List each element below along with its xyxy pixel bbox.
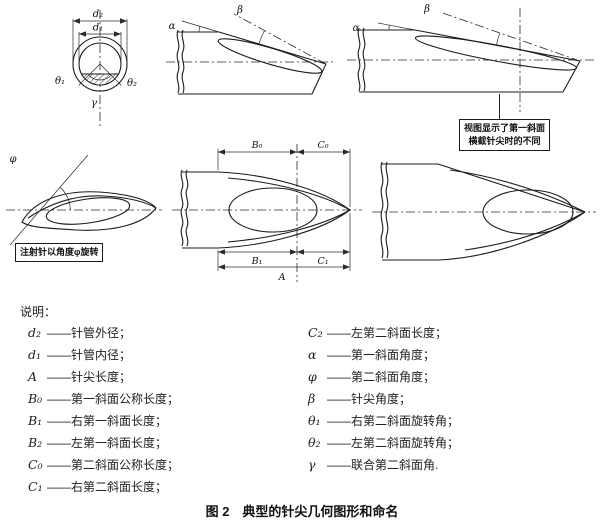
legend-symbol: d₂	[28, 325, 42, 340]
legend-item-beta: β ——针尖角度；	[308, 388, 459, 410]
legend-symbol: γ	[308, 457, 316, 472]
legend-text: ——针管内径；	[47, 348, 132, 362]
legend-text: ——右第二斜面旋转角；	[327, 414, 460, 428]
legend-item-c2: C₂ ——左第二斜面长度；	[308, 322, 459, 344]
legend-text: ——联合第二斜面角.	[327, 458, 439, 472]
legend-text: ——针尖长度；	[47, 370, 132, 384]
legend-symbol: C₀	[28, 457, 43, 472]
legend-title: 说明：	[20, 305, 57, 319]
label-b1: B₁	[251, 256, 263, 267]
figure-caption: 图 2 典型的针尖几何图形和命名	[205, 504, 399, 519]
legend-item-b2: B₂ ——左第一斜面长度；	[28, 432, 179, 454]
label-a: A	[278, 272, 286, 283]
tip-view-diagram	[372, 161, 596, 261]
lumen-ellipse	[228, 187, 318, 233]
legend-symbol: θ₂	[308, 435, 321, 450]
legend-text: ——针管外径；	[47, 326, 132, 340]
label-alpha: α	[169, 21, 176, 32]
note-line-2: 横截针尖时的不同	[468, 136, 541, 146]
label-phi: φ	[9, 154, 16, 165]
legend-item-c1: C₁ ——右第二斜面长度；	[28, 476, 179, 498]
legend-symbol: α	[308, 347, 317, 362]
label-alpha: α	[353, 23, 360, 34]
side-view-a-diagram: α β	[166, 5, 336, 95]
note-box-bevel-difference: 视图显示了第一斜面 横截针尖时的不同	[459, 119, 551, 151]
label-c1: C₁	[317, 256, 328, 267]
note-line: 注射针以角度φ旋转	[20, 247, 99, 257]
bevel-opening-ellipse	[414, 35, 578, 71]
cross-section-diagram: d₂ d₁ θ₁ θ₂ γ	[55, 9, 137, 128]
combined-bevel-hatch	[80, 73, 120, 86]
legend-symbol: B₂	[28, 435, 43, 450]
legend-item-c0: C₀ ——第二斜面公称长度；	[28, 454, 179, 476]
legend-symbol: β	[308, 391, 316, 406]
label-d2: d₂	[93, 9, 103, 20]
legend-text: ——左第二斜面长度；	[327, 326, 448, 340]
note-box-rotation: 注射针以角度φ旋转	[15, 243, 104, 262]
legend-symbol: C₂	[308, 325, 323, 340]
legend-symbol: B₀	[28, 391, 43, 406]
side-view-b-diagram: α β	[347, 4, 595, 112]
legend-text: ——第一斜面角度；	[327, 348, 436, 362]
label-gamma: γ	[91, 98, 97, 109]
legend-symbol: φ	[308, 369, 317, 384]
note-line-1: 视图显示了第一斜面	[464, 123, 546, 133]
legend-text: ——第一斜面公称长度；	[47, 392, 180, 406]
legend-text: ——针尖角度；	[327, 392, 412, 406]
label-c0: C₀	[317, 140, 328, 151]
legend-symbol: B₁	[28, 413, 43, 428]
legend-text: ——右第二斜面长度；	[47, 480, 168, 494]
legend-left-column: d₂ ——针管外径； d₁ ——针管内径； A ——针尖长度； B₀ ——第一斜面公称长…	[28, 322, 179, 498]
legend-text: ——第二斜面角度；	[327, 370, 436, 384]
legend-item-alpha: α ——第一斜面角度；	[308, 344, 459, 366]
legend-symbol: θ₁	[308, 413, 321, 428]
legend-symbol: d₁	[28, 347, 42, 362]
legend-item-b0: B₀ ——第一斜面公称长度；	[28, 388, 179, 410]
note-leader-line	[499, 94, 500, 120]
plan-view-diagram: B₀ C₀ B₁ C₁ A	[172, 140, 362, 283]
legend-symbol: C₁	[28, 479, 43, 494]
needle-tip-outline	[437, 211, 586, 261]
legend-item-d2: d₂ ——针管外径；	[28, 322, 179, 344]
label-d1: d₁	[93, 23, 103, 34]
legend-text: ——第二斜面公称长度；	[47, 458, 180, 472]
rotated-view-diagram: φ	[6, 154, 162, 246]
label-theta1: θ₁	[55, 76, 65, 87]
legend-item-theta2: θ₂ ——左第二斜面旋转角；	[308, 432, 459, 454]
label-b0: B₀	[251, 140, 263, 151]
legend-item-theta1: θ₁ ——右第二斜面旋转角；	[308, 410, 459, 432]
legend-right-column: C₂ ——左第二斜面长度； α ——第一斜面角度； φ ——第二斜面角度； β ——针尖…	[308, 322, 459, 476]
legend-item-d1: d₁ ——针管内径；	[28, 344, 179, 366]
bevel-opening-ellipse	[217, 38, 323, 74]
rotated-needle-outline	[21, 191, 157, 231]
legend-text: ——左第一斜面长度；	[47, 436, 168, 450]
legend-item-a: A ——针尖长度；	[28, 366, 179, 388]
label-beta: β	[236, 5, 243, 16]
lumen-ellipse	[45, 197, 131, 225]
legend-item-phi: φ ——第二斜面角度；	[308, 366, 459, 388]
legend-item-b1: B₁ ——右第一斜面长度；	[28, 410, 179, 432]
legend-text: ——右第一斜面长度；	[47, 414, 168, 428]
label-theta2: θ₂	[127, 78, 137, 89]
legend-item-gamma: γ ——联合第二斜面角.	[308, 454, 459, 476]
label-beta: β	[423, 4, 430, 15]
legend-text: ——左第二斜面旋转角；	[327, 436, 460, 450]
lumen-ellipse	[482, 189, 574, 235]
legend-symbol: A	[28, 369, 38, 384]
